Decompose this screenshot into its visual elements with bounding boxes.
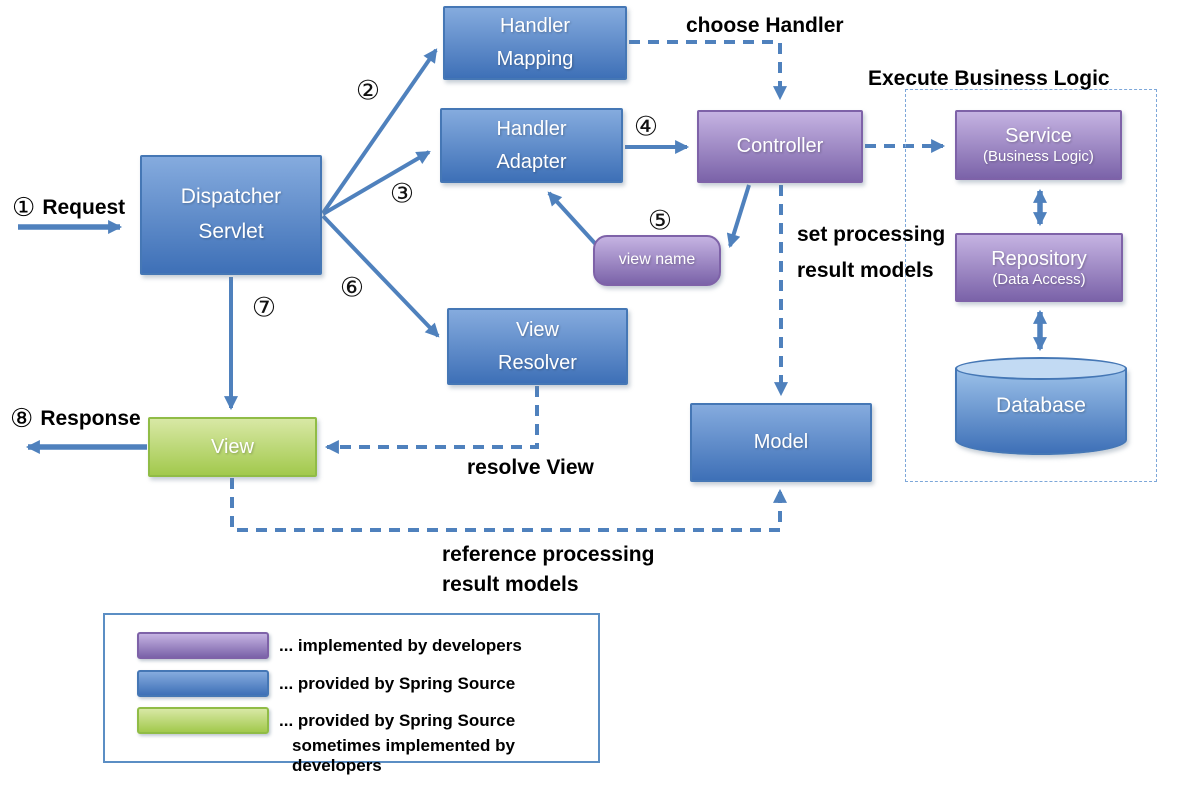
set-processing-result-models-label: set processing result models [797, 223, 946, 282]
handler-adapter-node: Handler Adapter [440, 108, 623, 183]
step-1-badge: ① [12, 193, 36, 224]
model-node: Model [690, 403, 872, 482]
step-7-badge: ⑦ [251, 292, 277, 324]
reference-processing-result-models-label: reference processing result models [442, 543, 655, 597]
response-label-group: ⑧ Response [10, 403, 141, 436]
arrow-view-name-to-handler-adapter [547, 191, 603, 252]
view-resolver-node: View Resolver [447, 308, 628, 385]
step-5-badge: ⑤ [647, 205, 673, 237]
step-6-badge: ⑥ [339, 272, 365, 304]
dispatcher-servlet-node: Dispatcher Servlet [140, 155, 322, 275]
service-node: Service (Business Logic) [955, 110, 1122, 180]
view-name-node: view name [593, 235, 721, 286]
legend-box: ... implemented by developers ... provid… [103, 613, 600, 775]
service-sublabel: (Business Logic) [983, 148, 1094, 165]
arrow-controller-to-view-name [726, 184, 751, 249]
legend-swatch-purple [137, 632, 269, 659]
step-4-badge: ④ [633, 111, 659, 143]
step-8-badge: ⑧ [10, 404, 34, 435]
resolve-view-label: resolve View [467, 456, 594, 479]
request-label: Request [42, 196, 126, 219]
legend-text-implemented: ... implemented by developers [279, 636, 522, 655]
controller-node: Controller [697, 110, 863, 183]
dashed-choose-handler-path [629, 40, 787, 101]
arrow-step2-to-handler-mapping [321, 48, 438, 215]
execute-business-logic-label: Execute Business Logic [868, 67, 1110, 90]
database-cylinder-top [955, 357, 1127, 380]
database-label: Database [996, 394, 1086, 417]
step-2-badge: ② [355, 75, 381, 107]
choose-handler-label: choose Handler [686, 14, 844, 37]
dashed-resolver-to-view [324, 386, 539, 454]
legend-swatch-blue [137, 670, 269, 697]
legend-text-sometimes-line2: sometimes implemented by developers [292, 736, 515, 775]
step-3-badge: ③ [389, 178, 415, 210]
repository-node: Repository (Data Access) [955, 233, 1123, 302]
request-label-group: ① Request [12, 192, 125, 225]
dashed-view-to-model [230, 478, 787, 532]
repository-label: Repository [991, 247, 1087, 270]
view-node: View [148, 417, 317, 477]
response-label: Response [40, 407, 141, 430]
legend-swatch-green [137, 707, 269, 734]
database-cylinder-body [955, 368, 1127, 455]
legend-text-provided-sometimes: ... provided by Spring Source [279, 711, 516, 730]
handler-mapping-node: Handler Mapping [443, 6, 627, 80]
execute-business-logic-container [905, 89, 1157, 482]
service-label: Service [1005, 125, 1072, 147]
repository-sublabel: (Data Access) [992, 270, 1086, 288]
legend-text-provided: ... provided by Spring Source [279, 674, 516, 693]
